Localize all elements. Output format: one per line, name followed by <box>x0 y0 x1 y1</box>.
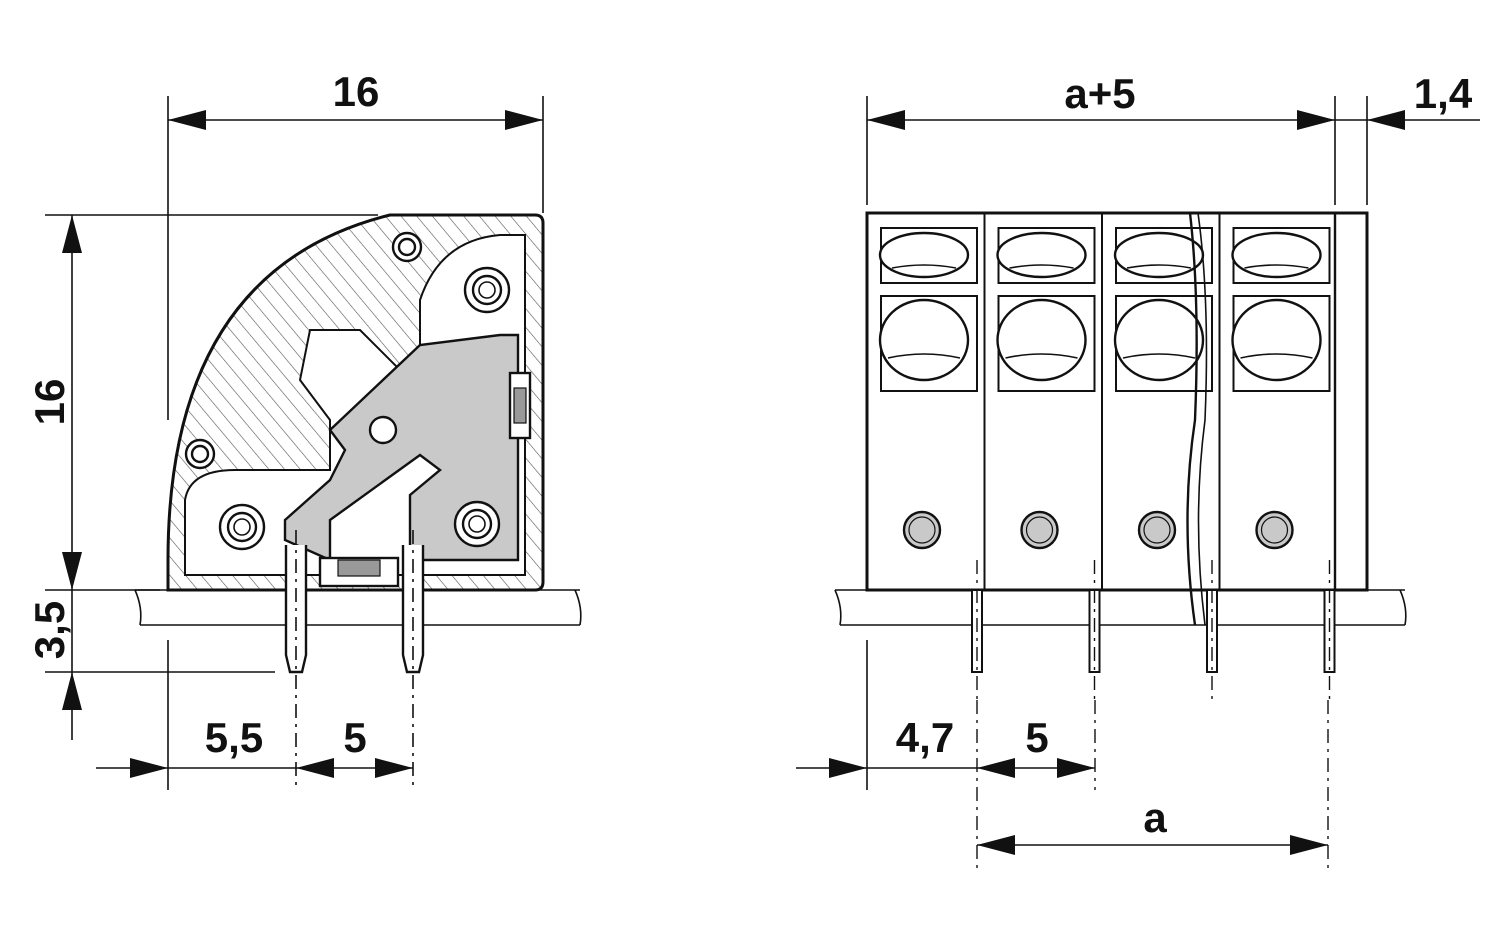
edge-offset-label: 4,7 <box>896 714 954 761</box>
side-view: 16 16 3,5 5,5 5 <box>26 68 582 790</box>
dim-side-height: 16 <box>26 214 378 591</box>
wire-entry-opening <box>1113 298 1205 382</box>
front-positions <box>878 213 1336 870</box>
side-pitch-label: 5 <box>343 714 366 761</box>
side-pcb <box>134 589 582 626</box>
front-pcb <box>834 589 1407 626</box>
dim-front-offsets: 4,7 5 <box>796 640 1095 790</box>
pin-offset-label: 5,5 <box>205 714 263 761</box>
span-label: a <box>1143 794 1167 841</box>
side-height-label: 16 <box>26 379 73 426</box>
side-housing <box>166 213 545 592</box>
dim-pin-length: 3,5 <box>26 590 275 740</box>
side-pins <box>284 530 425 790</box>
screw-opening <box>996 231 1087 279</box>
dim-side-width: 16 <box>167 68 544 420</box>
screw-opening <box>878 231 970 279</box>
side-width-label: 16 <box>333 68 380 115</box>
wire <box>1186 212 1198 626</box>
dim-front-span: a <box>977 794 1328 855</box>
wire-entry-opening <box>878 298 970 382</box>
dim-side-pin-spacing: 5,5 5 <box>96 640 413 790</box>
screw-opening <box>1231 231 1322 279</box>
overall-label: a+5 <box>1064 70 1135 117</box>
front-view: a+5 1,4 4,7 5 a <box>796 70 1480 870</box>
front-pitch-label: 5 <box>1025 714 1048 761</box>
wire-entry-opening <box>996 298 1087 382</box>
dim-front-overall: a+5 1,4 <box>866 70 1480 205</box>
wire-entry-opening <box>1231 298 1322 382</box>
overhang-label: 1,4 <box>1414 70 1473 117</box>
pin-length-label: 3,5 <box>26 601 73 659</box>
screw-opening <box>1113 231 1205 279</box>
